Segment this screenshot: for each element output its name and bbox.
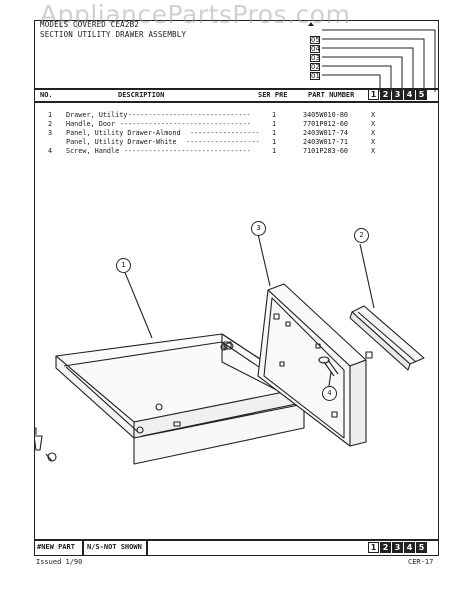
- col-box-3: 3: [392, 89, 403, 100]
- part-mark: X: [371, 138, 376, 146]
- part-mark: X: [371, 111, 376, 119]
- leader-dashes: ------------------: [186, 138, 260, 146]
- leader-dashes: -----------------: [190, 129, 260, 137]
- part-mark: X: [371, 147, 376, 155]
- part-no: 2: [48, 120, 53, 128]
- col-box-4: 4: [404, 89, 415, 100]
- part-description: Screw, Handle: [66, 147, 120, 155]
- part-qty: 1: [272, 111, 277, 119]
- screw-part: [318, 356, 339, 377]
- not-shown-legend: N/S-NOT SHOWN: [87, 543, 142, 551]
- model-box-leaders: [308, 22, 436, 92]
- part-qty: 1: [272, 147, 277, 155]
- new-part-legend: #NEW PART: [37, 543, 75, 551]
- part-no: 3: [48, 129, 53, 137]
- footer-rule: [34, 539, 439, 541]
- part-qty: 1: [272, 129, 277, 137]
- model-box-01: 01: [310, 72, 320, 80]
- callout-3: 3: [251, 221, 266, 236]
- part-no: 1: [48, 111, 53, 119]
- part-qty: 1: [272, 138, 277, 146]
- callout-1: 1: [116, 258, 131, 273]
- page-code: CER-17: [408, 558, 434, 566]
- col-box-2: 2: [380, 89, 391, 100]
- part-qty: 1: [272, 120, 277, 128]
- issued-date: Issued 1/90: [36, 558, 83, 566]
- col-box-1: 1: [368, 89, 379, 100]
- part-number: 3405W010-80: [303, 111, 349, 119]
- model-box-02: 02: [310, 63, 320, 71]
- callout-2: 2: [354, 228, 369, 243]
- leader-dashes: -------------------------------: [124, 147, 251, 155]
- footer-box-4: 4: [404, 542, 415, 553]
- part-number: 7101P283-60: [303, 147, 349, 155]
- footer-box-2: 2: [380, 542, 391, 553]
- models-covered: MODELS COVERED CEA2B2: [40, 20, 140, 29]
- model-box-03: 03: [310, 54, 320, 62]
- part-no: 4: [48, 147, 53, 155]
- part-description: Handle, Door: [66, 120, 116, 128]
- header-rule-bottom: [34, 101, 439, 103]
- footer-divider: [82, 540, 84, 556]
- col-no: NO.: [40, 91, 53, 99]
- footer-divider: [146, 540, 148, 556]
- footer-box-3: 3: [392, 542, 403, 553]
- page-frame: [34, 20, 439, 556]
- leader-dashes: ------------------------------: [128, 111, 251, 119]
- model-box-05: 05: [310, 36, 320, 44]
- part-mark: X: [371, 120, 376, 128]
- model-box-04: 04: [310, 45, 320, 53]
- leader-dashes: --------------------------------: [120, 120, 251, 128]
- col-box-5: 5: [416, 89, 427, 100]
- handle-part: [349, 305, 425, 371]
- part-mark: X: [371, 129, 376, 137]
- footer-box-5: 5: [416, 542, 427, 553]
- part-description: Panel, Utility Drawer-Almond: [66, 129, 181, 137]
- part-number: 2403W017-71: [303, 138, 349, 146]
- col-ser-pre: SER PRE: [258, 91, 288, 99]
- col-description: DESCRIPTION: [118, 91, 165, 99]
- callout-4: 4: [322, 386, 337, 401]
- col-part-number: PART NUMBER: [308, 91, 355, 99]
- footer-box-1: 1: [368, 542, 379, 553]
- panel-part: [257, 283, 367, 447]
- part-description: Drawer, Utility: [66, 111, 128, 119]
- watermark: AppliancePartsPros.com: [40, 0, 351, 29]
- header-rule-top: [34, 88, 439, 90]
- part-number: 2403W017-74: [303, 129, 349, 137]
- part-description: Panel, Utility Drawer-White: [66, 138, 177, 146]
- part-number: 7701P012-60: [303, 120, 349, 128]
- section-title: SECTION UTILITY DRAWER ASSEMBLY: [40, 30, 187, 39]
- exploded-diagram: [34, 233, 425, 465]
